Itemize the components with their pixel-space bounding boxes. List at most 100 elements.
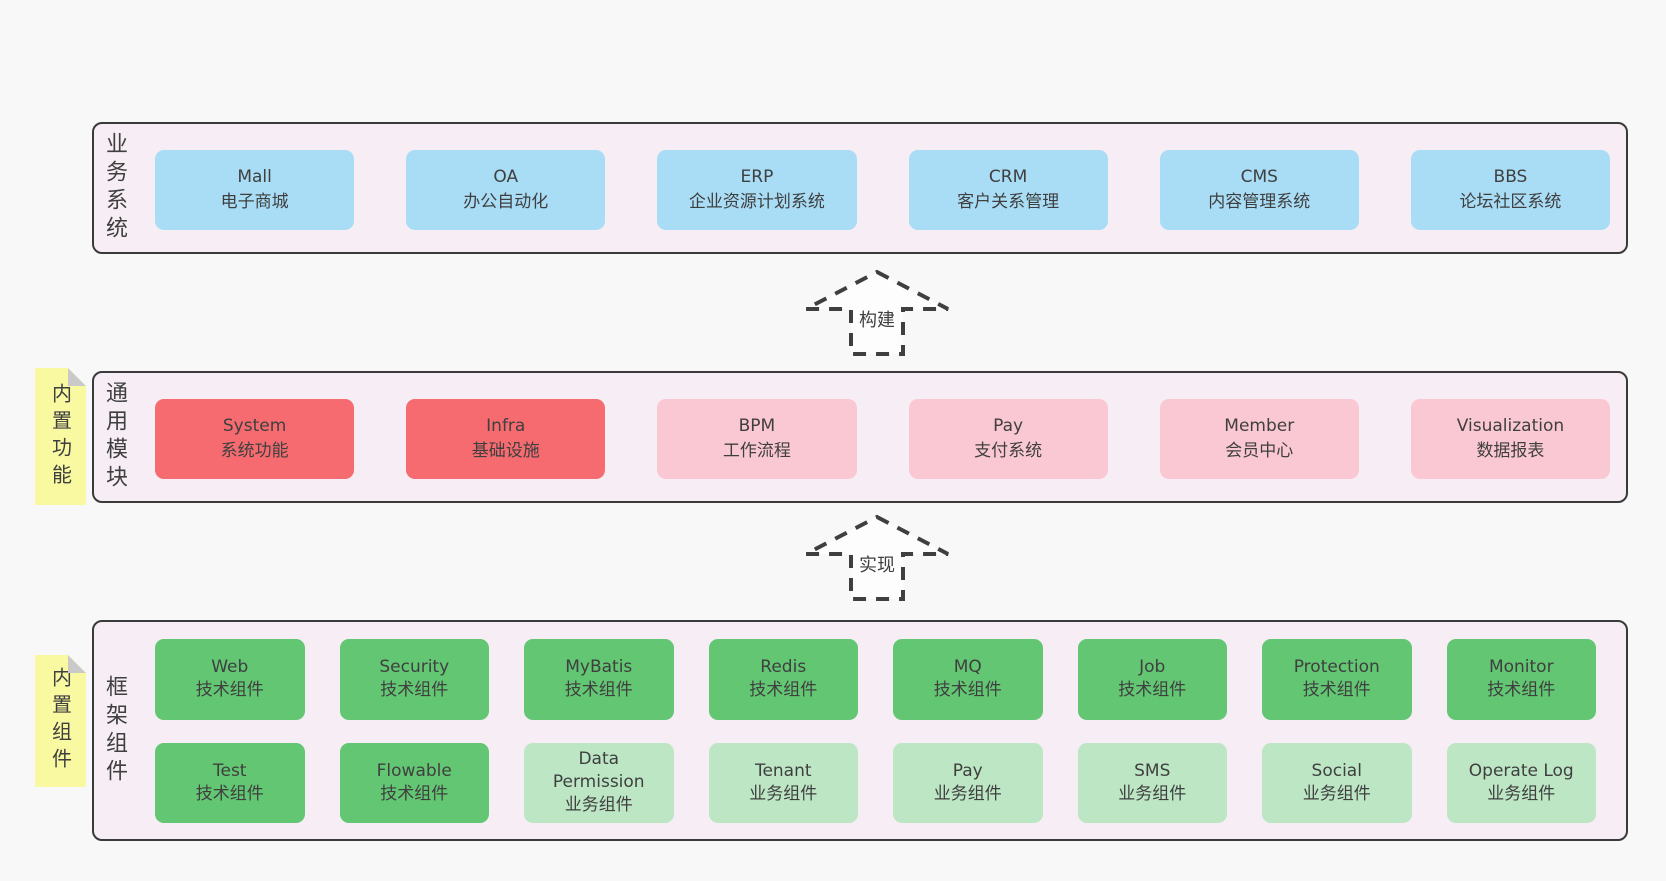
box-sms: SMS 业务组件 xyxy=(1077,742,1227,823)
box-desc: 技术组件 xyxy=(933,680,1002,701)
box-name: System xyxy=(222,416,287,436)
box-desc: 技术组件 xyxy=(195,680,264,701)
box-name: Pay xyxy=(952,760,983,781)
box-monitor: Monitor 技术组件 xyxy=(1446,639,1596,720)
box-desc: 内容管理系统 xyxy=(1208,192,1311,212)
box-name: BBS xyxy=(1493,167,1528,187)
box-name: Security xyxy=(379,657,450,678)
box-name: Tenant xyxy=(754,760,812,781)
dashed-up-arrow-implement: 实现 xyxy=(802,513,952,603)
box-name: Pay xyxy=(993,416,1024,436)
box-name: Infra xyxy=(486,416,526,436)
box-cms: CMS 内容管理系统 xyxy=(1159,150,1359,230)
box-name: Web xyxy=(211,657,249,678)
box-name: Social xyxy=(1311,760,1362,781)
box-system: System 系统功能 xyxy=(155,399,355,479)
layer-business-systems: 业务系统 Mall 电子商城 OA 办公自动化 ERP 企业资源计划系统 CRM… xyxy=(92,122,1628,254)
box-name: CMS xyxy=(1240,167,1278,187)
box-web: Web 技术组件 xyxy=(155,639,305,720)
layer-label-common-modules: 通用模块 xyxy=(102,381,127,493)
box-name: Redis xyxy=(760,657,807,678)
box-data-permission: Data Permission 业务组件 xyxy=(524,742,674,823)
sticky-note-built-in-components: 内置组件 xyxy=(35,655,86,787)
box-desc: 数据报表 xyxy=(1476,441,1545,461)
box-name: Visualization xyxy=(1456,416,1565,436)
box-mq: MQ 技术组件 xyxy=(893,639,1043,720)
box-name: Operate Log xyxy=(1468,760,1574,781)
box-security: Security 技术组件 xyxy=(339,639,489,720)
arrow-label: 实现 xyxy=(856,551,898,578)
box-visualization: Visualization 数据报表 xyxy=(1410,399,1611,479)
box-bbs: BBS 论坛社区系统 xyxy=(1410,150,1611,230)
layer-common-modules: 通用模块 System 系统功能 Infra 基础设施 BPM 工作流程 Pay… xyxy=(92,371,1628,503)
box-tenant: Tenant 业务组件 xyxy=(708,742,858,823)
box-desc: 会员中心 xyxy=(1225,441,1294,461)
box-job: Job 技术组件 xyxy=(1077,639,1227,720)
box-desc: 企业资源计划系统 xyxy=(688,192,825,212)
box-name: Data Permission xyxy=(552,749,645,793)
layer-label-framework-components: 框架组件 xyxy=(102,674,127,787)
box-name: MyBatis xyxy=(565,657,633,678)
box-pay-system: Pay 支付系统 xyxy=(908,399,1108,479)
box-desc: 客户关系管理 xyxy=(957,192,1060,212)
box-flowable: Flowable 技术组件 xyxy=(339,742,489,823)
box-name: Mall xyxy=(237,167,272,187)
box-name: Job xyxy=(1139,657,1166,678)
dashed-up-arrow-build: 构建 xyxy=(802,268,952,358)
box-social: Social 业务组件 xyxy=(1262,742,1412,823)
box-name: OA xyxy=(493,167,519,187)
box-desc: 系统功能 xyxy=(220,441,289,461)
box-name: Monitor xyxy=(1488,657,1554,678)
box-desc: 技术组件 xyxy=(564,680,633,701)
business-systems-row: Mall 电子商城 OA 办公自动化 ERP 企业资源计划系统 CRM 客户关系… xyxy=(155,150,1611,230)
box-desc: 业务组件 xyxy=(1302,783,1371,804)
common-modules-row: System 系统功能 Infra 基础设施 BPM 工作流程 Pay 支付系统… xyxy=(155,399,1611,479)
box-desc: 电子商城 xyxy=(220,192,289,212)
box-operate-log: Operate Log 业务组件 xyxy=(1446,742,1596,823)
box-name: Protection xyxy=(1293,657,1380,678)
sticky-note-built-in-features: 内置功能 xyxy=(35,368,86,505)
box-desc: 基础设施 xyxy=(471,441,540,461)
box-desc: 技术组件 xyxy=(1118,680,1187,701)
box-desc: 业务组件 xyxy=(749,783,818,804)
framework-row-1: Web 技术组件 Security 技术组件 MyBatis 技术组件 Redi… xyxy=(155,639,1596,720)
box-mall: Mall 电子商城 xyxy=(155,150,355,230)
framework-row-2: Test 技术组件 Flowable 技术组件 Data Permission … xyxy=(155,742,1596,823)
box-oa: OA 办公自动化 xyxy=(406,150,606,230)
box-desc: 技术组件 xyxy=(195,783,264,804)
box-desc: 技术组件 xyxy=(380,680,449,701)
box-name: CRM xyxy=(988,167,1028,187)
box-desc: 技术组件 xyxy=(380,783,449,804)
box-name: Test xyxy=(213,760,247,781)
box-desc: 工作流程 xyxy=(722,441,791,461)
box-mybatis: MyBatis 技术组件 xyxy=(524,639,674,720)
layer-framework-components: 框架组件 Web 技术组件 Security 技术组件 MyBatis 技术组件… xyxy=(92,620,1628,841)
box-desc: 业务组件 xyxy=(1118,783,1187,804)
sticky-note-label: 内置功能 xyxy=(48,382,73,491)
box-protection: Protection 技术组件 xyxy=(1262,639,1412,720)
box-pay-business: Pay 业务组件 xyxy=(893,742,1043,823)
arrow-label: 构建 xyxy=(856,306,898,333)
box-desc: 业务组件 xyxy=(933,783,1002,804)
box-name: Flowable xyxy=(376,760,452,781)
box-member: Member 会员中心 xyxy=(1159,399,1359,479)
layer-label-business-systems: 业务系统 xyxy=(102,132,127,244)
box-desc: 技术组件 xyxy=(749,680,818,701)
box-desc: 技术组件 xyxy=(1487,680,1556,701)
box-name: BPM xyxy=(738,416,776,436)
box-desc: 支付系统 xyxy=(974,441,1043,461)
box-crm: CRM 客户关系管理 xyxy=(908,150,1108,230)
box-test: Test 技术组件 xyxy=(155,742,305,823)
box-desc: 业务组件 xyxy=(564,795,633,816)
framework-components-grid: Web 技术组件 Security 技术组件 MyBatis 技术组件 Redi… xyxy=(155,639,1596,823)
box-name: ERP xyxy=(740,167,774,187)
box-desc: 办公自动化 xyxy=(463,192,549,212)
box-infra: Infra 基础设施 xyxy=(406,399,606,479)
box-name: Member xyxy=(1224,416,1295,436)
box-desc: 业务组件 xyxy=(1487,783,1556,804)
box-name: SMS xyxy=(1134,760,1171,781)
box-redis: Redis 技术组件 xyxy=(708,639,858,720)
box-name: MQ xyxy=(953,657,982,678)
sticky-note-label: 内置组件 xyxy=(48,667,73,775)
box-desc: 论坛社区系统 xyxy=(1459,192,1562,212)
